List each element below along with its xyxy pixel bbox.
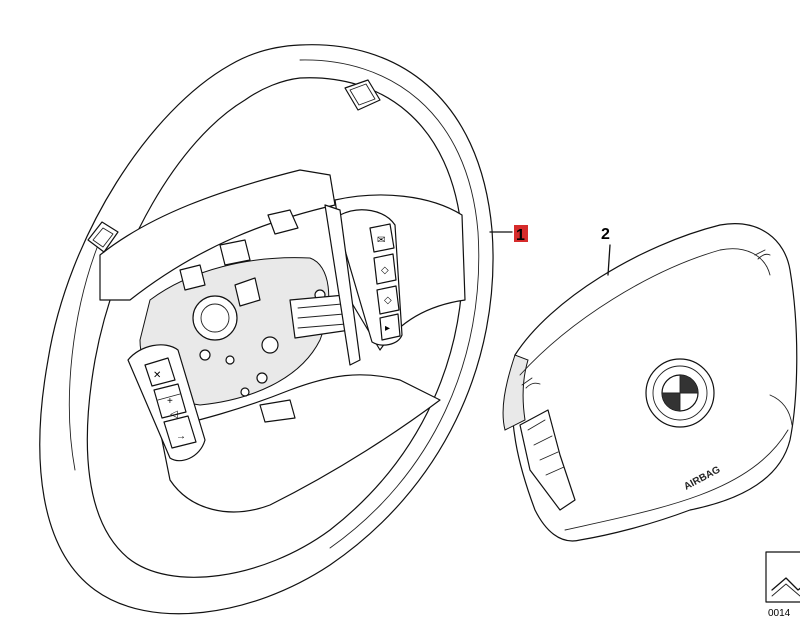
svg-text:◇: ◇ [384, 295, 392, 306]
svg-text:◁: ◁ [170, 409, 178, 420]
steering-wheel-drawing: ✕ + ◁ → ✉ ◇ ◇ ▸ [39, 44, 494, 615]
svg-text:+: + [167, 396, 173, 407]
svg-text:✕: ✕ [153, 370, 161, 381]
callout-1-label: 1 [516, 227, 525, 244]
svg-text:▸: ▸ [385, 323, 390, 334]
callout-2-leader [607, 244, 611, 276]
svg-text:✉: ✉ [377, 235, 385, 246]
reference-box [765, 551, 800, 603]
airbag-module-drawing: AIRBAG [502, 223, 798, 542]
bmw-emblem [645, 358, 715, 428]
callout-2-label: 2 [601, 226, 610, 243]
callout-1-highlight [514, 225, 528, 242]
svg-text:→: → [176, 431, 186, 442]
left-multifunction-switch: ✕ + ◁ → [127, 344, 206, 462]
right-multifunction-switch: ✉ ◇ ◇ ▸ [339, 209, 403, 346]
reference-number: 0014 [768, 608, 791, 619]
svg-text:◇: ◇ [381, 265, 389, 276]
